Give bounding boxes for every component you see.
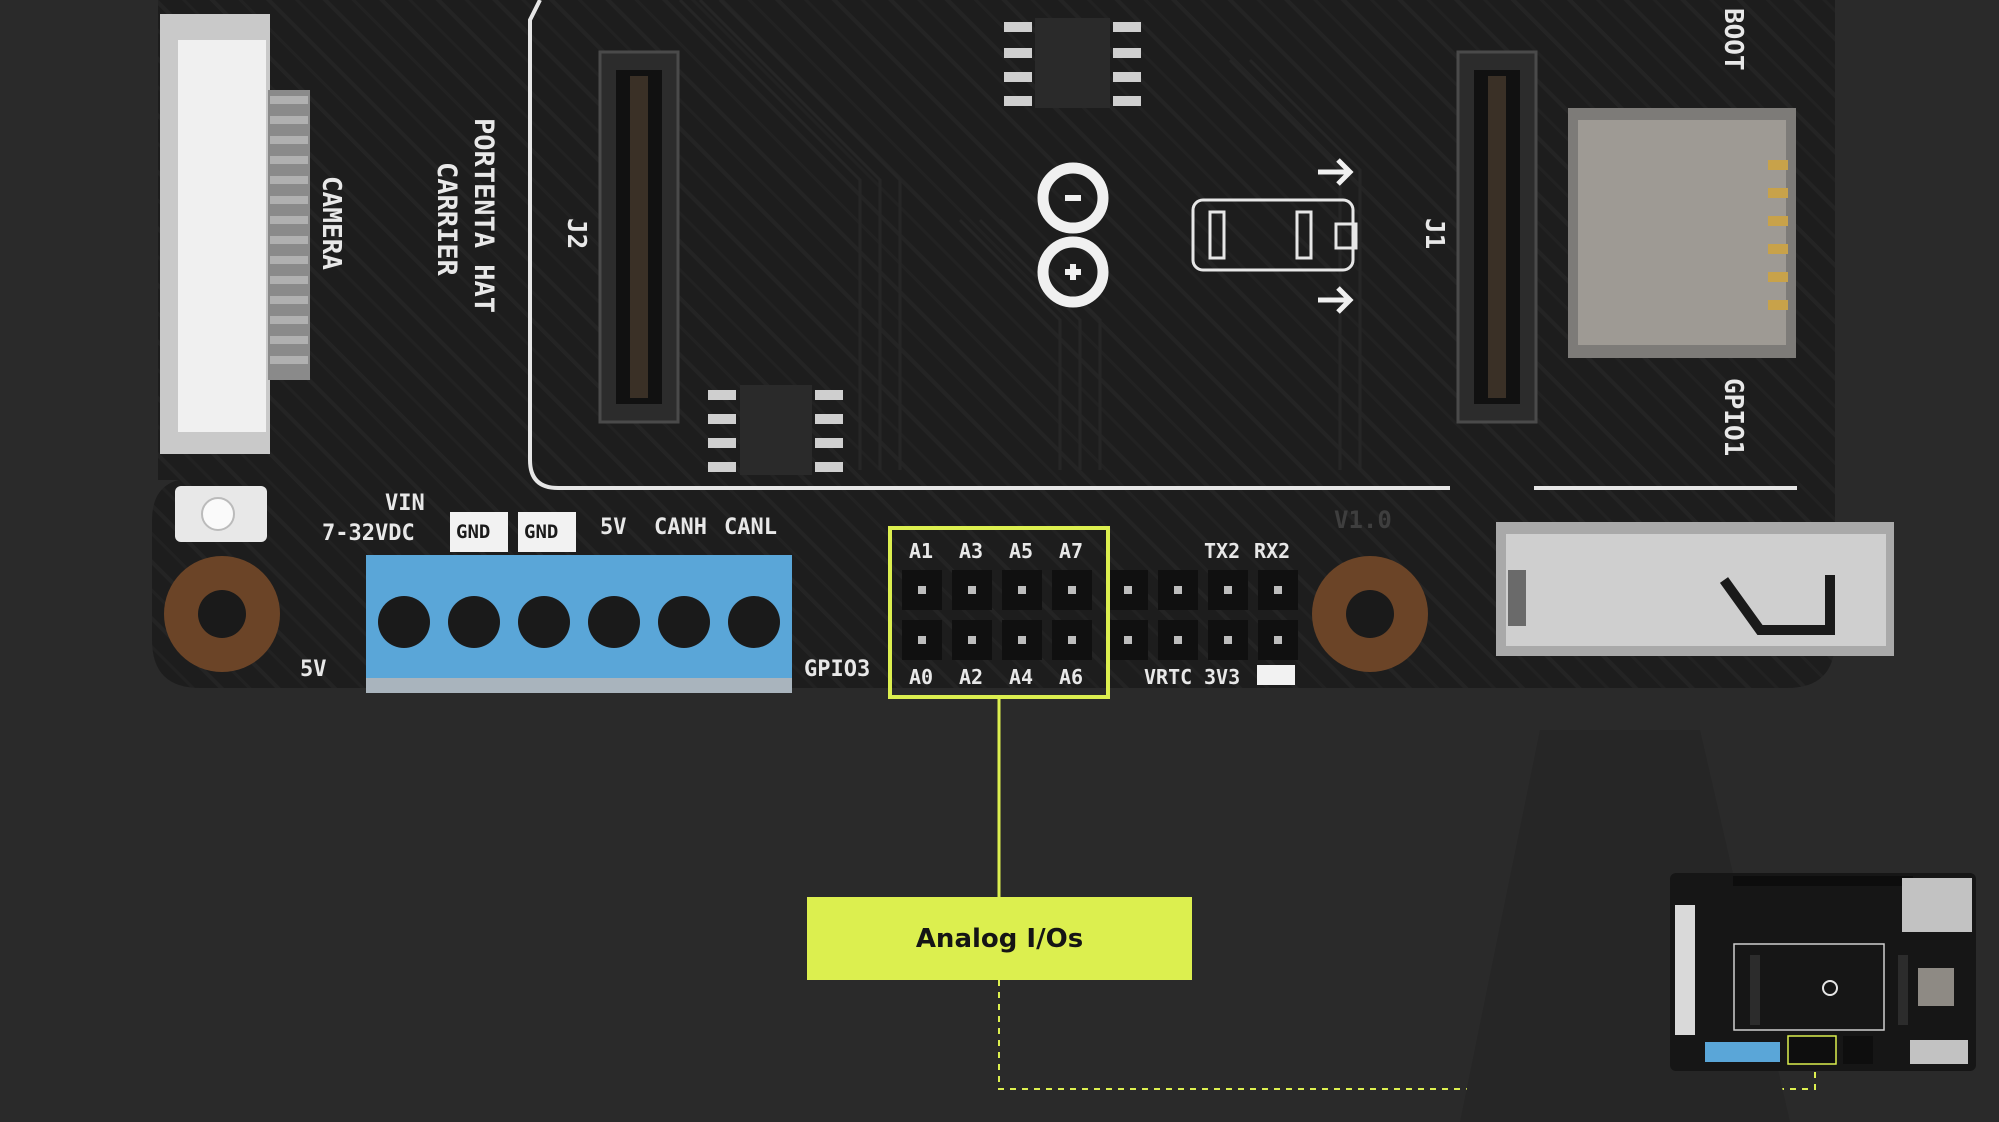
mounting-hole-left bbox=[164, 556, 280, 672]
header-label-tx2: TX2 bbox=[1204, 539, 1240, 563]
terminal-block bbox=[366, 555, 792, 693]
gnd1-label: GND bbox=[456, 521, 490, 543]
portenta-outline bbox=[528, 0, 1450, 490]
reset-button bbox=[175, 486, 267, 542]
vin-label: VIN bbox=[385, 491, 425, 516]
board-thumbnail bbox=[1670, 873, 1976, 1071]
mounting-hole-right bbox=[1312, 556, 1428, 672]
pin1-marker bbox=[1257, 665, 1295, 685]
pcb-upper bbox=[158, 0, 1834, 480]
header-label-a5: A5 bbox=[1009, 539, 1033, 563]
version-label: V1.0 bbox=[1334, 506, 1392, 534]
ic-chip-top bbox=[1035, 18, 1110, 108]
header-label-a4: A4 bbox=[1009, 665, 1033, 689]
ic-chip-bottom bbox=[740, 385, 812, 475]
canl-label: CANL bbox=[724, 515, 777, 540]
j1-connector bbox=[1456, 50, 1538, 424]
five-v-small-label: 5V bbox=[300, 657, 327, 682]
j2-connector bbox=[598, 50, 680, 424]
j1-label: J1 bbox=[1419, 218, 1449, 249]
camera-label: CAMERA bbox=[316, 176, 346, 270]
header-label-a0: A0 bbox=[909, 665, 933, 689]
gnd2-badge bbox=[518, 512, 576, 552]
header-label-vrtc: VRTC bbox=[1144, 665, 1192, 689]
header-label-rx2: RX2 bbox=[1254, 539, 1290, 563]
boot-label: BOOT bbox=[1718, 8, 1748, 71]
header-label-a6: A6 bbox=[1059, 665, 1083, 689]
gnd1-badge bbox=[450, 512, 508, 552]
analog-io-callout-label: Analog I/Os bbox=[915, 923, 1084, 954]
gpio3-label: GPIO3 bbox=[804, 657, 870, 682]
header-label-3v3: 3V3 bbox=[1204, 665, 1240, 689]
board-title-line1: PORTENTA HAT bbox=[468, 118, 499, 313]
thumbnail-dashed-link bbox=[998, 980, 1816, 1090]
vin-range-label: 7-32VDC bbox=[322, 521, 415, 546]
arduino-logo-icon bbox=[1037, 162, 1109, 308]
usb-port bbox=[1496, 522, 1894, 656]
header-label-a2: A2 bbox=[959, 665, 983, 689]
header-label-a1: A1 bbox=[909, 539, 933, 563]
arrow-right-icon bbox=[1318, 158, 1354, 314]
canh-label: CANH bbox=[654, 515, 707, 540]
sd-card-slot bbox=[1568, 108, 1796, 358]
j2-label: J2 bbox=[561, 218, 591, 249]
battery-icon bbox=[1191, 198, 1358, 272]
five-v-label: 5V bbox=[600, 515, 627, 540]
gnd2-label: GND bbox=[524, 521, 558, 543]
ic-top-pins bbox=[1004, 22, 1141, 106]
camera-connector bbox=[160, 14, 310, 454]
board-title-line2: CARRIER bbox=[431, 162, 462, 277]
header-label-a3: A3 bbox=[959, 539, 983, 563]
gpio1-label: GPIO1 bbox=[1718, 378, 1748, 456]
analog-io-callout: Analog I/Os bbox=[807, 897, 1192, 980]
ic-bottom-pins bbox=[708, 390, 843, 472]
header-pin-tips bbox=[918, 586, 1282, 644]
header-label-a7: A7 bbox=[1059, 539, 1083, 563]
arduino-logo-symbols bbox=[1065, 195, 1081, 280]
